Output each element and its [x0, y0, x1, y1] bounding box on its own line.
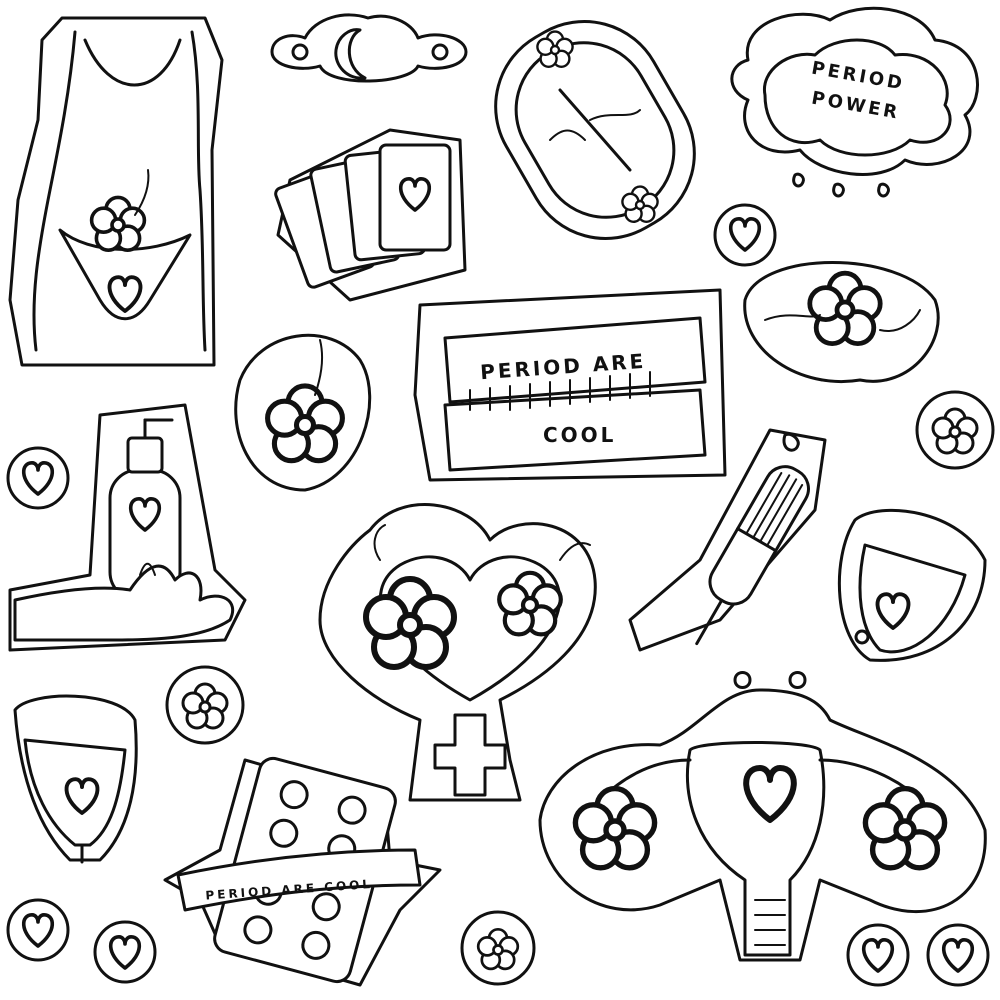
- banner-bottom-text: COOL: [543, 423, 616, 447]
- menstrual-cup-icon: [837, 508, 987, 662]
- flower-icon: [915, 390, 995, 470]
- heart-icon: [926, 923, 990, 987]
- pill-blister-icon: PERIOD ARE COOL: [163, 756, 442, 987]
- heart-icon: [713, 203, 777, 267]
- heart-icon: [6, 898, 70, 962]
- heart-icon: [6, 446, 70, 510]
- flower-icon: [234, 333, 372, 492]
- torso-icon: [8, 16, 224, 367]
- flower-icon: [165, 665, 245, 745]
- flower-heart-venus-icon: [318, 503, 597, 802]
- heart-icon: [846, 923, 910, 987]
- speech-cloud-icon: PERIOD POWER: [730, 6, 979, 198]
- flower-icon: [460, 910, 536, 986]
- banner-icon: PERIOD ARE COOL: [413, 288, 727, 482]
- menstrual-cup-icon: [13, 694, 138, 864]
- heart-icon: [93, 920, 157, 984]
- bottle-hand-icon: [8, 403, 247, 652]
- tampon-icon: [628, 428, 827, 652]
- uterus-icon: [538, 671, 987, 962]
- flower-icon: [743, 261, 940, 383]
- pad-icon: [494, 20, 696, 240]
- moon-cloud-icon: [270, 13, 468, 83]
- tarot-cards-icon: [274, 128, 467, 302]
